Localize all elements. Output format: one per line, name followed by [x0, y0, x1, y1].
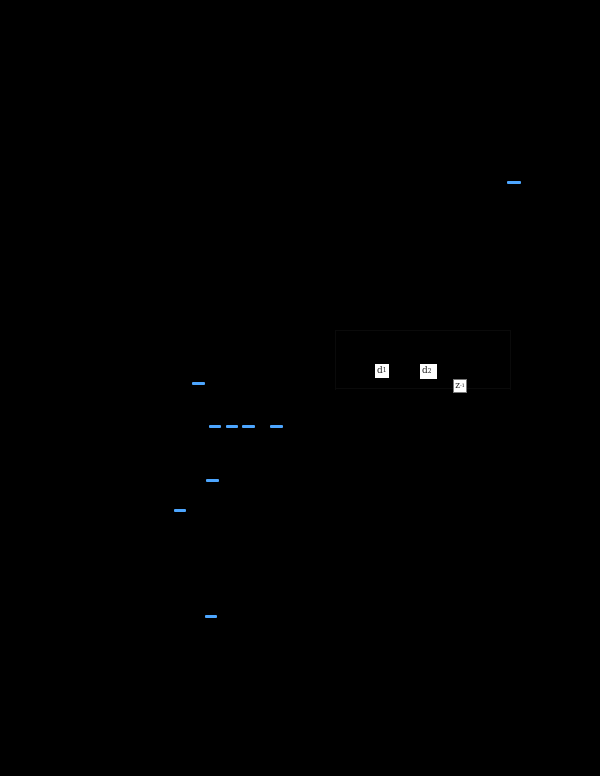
hyperlink[interactable]	[242, 425, 255, 428]
hyperlink[interactable]	[507, 181, 521, 184]
block-d2-base: d	[422, 366, 428, 376]
hyperlink[interactable]	[270, 425, 283, 428]
block-d1-base: d	[377, 365, 383, 376]
hyperlink[interactable]	[205, 615, 217, 618]
diagram-frame-bottom	[335, 388, 511, 389]
hyperlink[interactable]	[206, 479, 219, 482]
diagram-frame-left	[335, 330, 336, 390]
hyperlink[interactable]	[192, 382, 205, 385]
block-z-inverse: z-1	[453, 379, 467, 393]
hyperlink[interactable]	[209, 425, 221, 428]
block-z-sup: -1	[459, 382, 465, 389]
hyperlink[interactable]	[226, 425, 238, 428]
block-d1-sub: 1	[382, 367, 387, 374]
block-d2-sub: 2	[427, 367, 432, 375]
diagram-frame-right	[510, 330, 511, 390]
hyperlink[interactable]	[174, 509, 186, 512]
diagram-frame-top	[335, 330, 511, 331]
block-z-base: z	[455, 380, 460, 391]
